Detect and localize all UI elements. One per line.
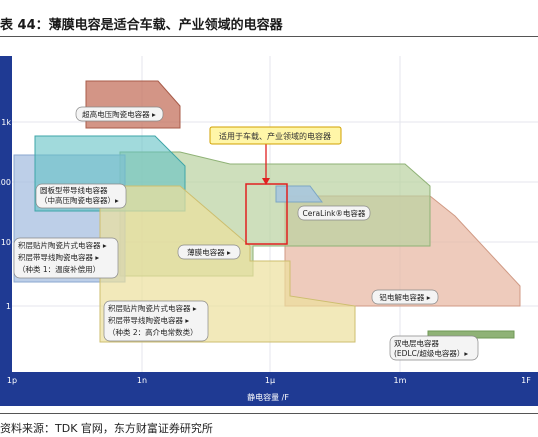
label-disc-lead-1: 圆板型带导线电容器 xyxy=(40,185,108,195)
x-tick-label: 1n xyxy=(137,376,147,385)
label-aluminum: 铝电解电容器 ▸ xyxy=(379,292,430,302)
title-divider xyxy=(0,36,538,37)
source-note: 资料来源：TDK 官网，东方财富证券研究所 xyxy=(0,422,213,435)
callout-text: 适用于车载、产业领域的电容器 xyxy=(219,131,331,141)
label-disc-lead-2: （中高压陶瓷电容器）▸ xyxy=(40,195,119,205)
label-mlcc2-a: 积层贴片陶瓷片式电容器 ▸ xyxy=(108,303,197,313)
label-mlcc1-a: 积层贴片陶瓷片式电容器 ▸ xyxy=(18,240,107,250)
label-film: 薄膜电容器 ▸ xyxy=(187,247,231,257)
source-divider xyxy=(0,413,538,414)
label-mlcc2-c: （种类 2：高介电常数类） xyxy=(108,327,198,337)
label-mlcc2-b: 积层带导线陶瓷电容器 ▸ xyxy=(108,315,189,325)
x-tick-label: 1μ xyxy=(265,376,275,385)
y-tick-label: 100 xyxy=(0,178,11,187)
y-tick-label: 1k xyxy=(1,118,11,127)
x-tick-label: 1m xyxy=(394,376,407,385)
label-mlcc1-b: 积层带导线陶瓷电容器 ▸ xyxy=(18,252,99,262)
x-tick-label: 1F xyxy=(521,376,531,385)
x-tick-label: 1p xyxy=(7,376,17,385)
label-edlc-2: (EDLC/超级电容器）▸ xyxy=(394,348,468,358)
label-edlc-1: 双电层电容器 xyxy=(394,338,439,348)
label-high-voltage: 超高电压陶瓷电容器 ▸ xyxy=(82,109,156,119)
x-axis-label: 静电容量 /F xyxy=(247,392,289,402)
x-axis-band xyxy=(0,372,538,406)
y-tick-label: 1 xyxy=(6,302,11,311)
page-title: 表 44：薄膜电容是适合车载、产业领域的电容器 xyxy=(0,18,283,33)
callout-arrow-head xyxy=(262,178,270,185)
label-ceralink: CeraLink®电容器 xyxy=(303,208,366,218)
label-mlcc1-c: （种类 1：温度补偿用） xyxy=(18,264,100,274)
capacitor-chart: 适用于车载、产业领域的电容器 超高电压陶瓷电容器 ▸ 圆板型带导线电容器 （中高… xyxy=(0,56,538,406)
callout-box xyxy=(209,126,342,145)
y-axis-band xyxy=(0,56,12,386)
y-tick-label: 10 xyxy=(1,238,11,247)
